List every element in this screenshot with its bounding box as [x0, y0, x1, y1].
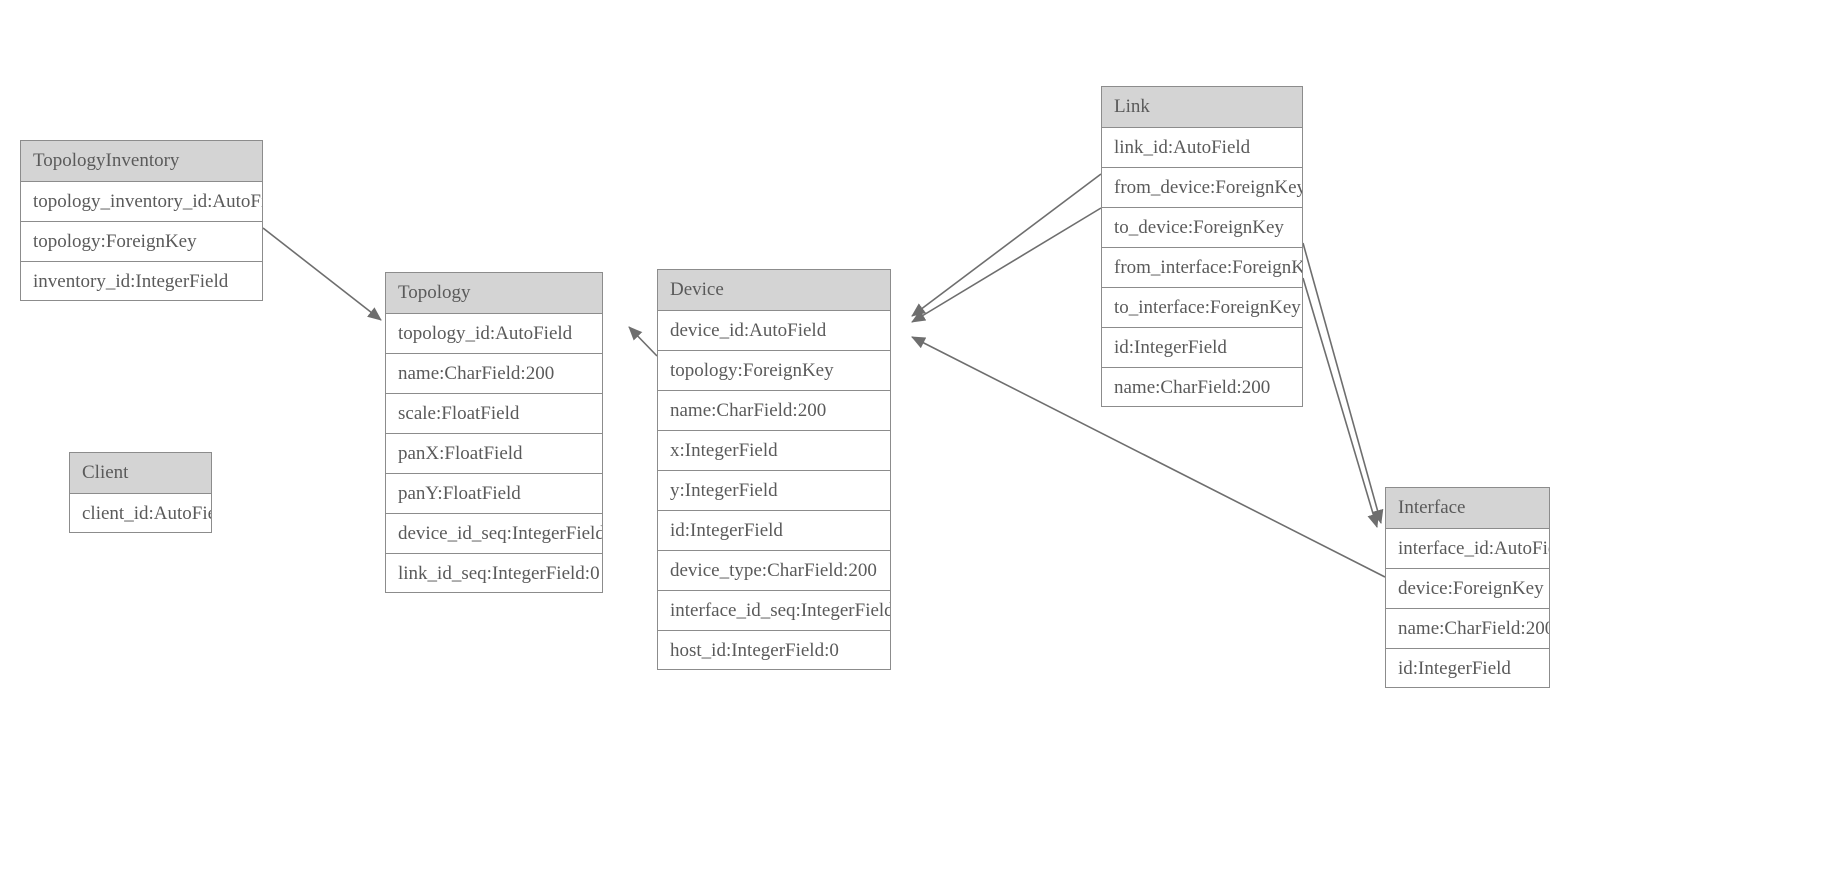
entity-field: id:IntegerField [658, 511, 890, 551]
entity-field: host_id:IntegerField:0 [670, 640, 839, 661]
entity-field: device_id_seq:IntegerField:0 [386, 514, 602, 554]
entity-title: Topology [386, 273, 602, 314]
entity-topology[interactable]: Topology topology_id:AutoField name:Char… [385, 272, 603, 593]
entity-field: name:CharField:200 [386, 354, 602, 394]
entity-field: interface_id:AutoField [1386, 529, 1549, 569]
entity-field: device_id:AutoField [658, 311, 890, 351]
entity-title: Interface [1386, 488, 1549, 529]
entity-title: Link [1102, 87, 1302, 128]
edge-link-to-device [911, 207, 1102, 323]
entity-field: topology:ForeignKey [21, 222, 262, 262]
edge-device-topology [628, 326, 658, 357]
entity-field: name:CharField:200 [1114, 377, 1271, 398]
entity-device[interactable]: Device device_id:AutoField topology:Fore… [657, 269, 891, 670]
entity-field: device_type:CharField:200 [658, 551, 890, 591]
entity-field: to_interface:ForeignKey [1102, 288, 1302, 328]
entity-title: Client [70, 453, 211, 494]
entity-field: link_id_seq:IntegerField:0 [398, 563, 600, 584]
edge-topologyinventory-topology [262, 227, 382, 321]
entity-title: Device [658, 270, 890, 311]
entity-field: interface_id_seq:IntegerField:0 [658, 591, 890, 631]
entity-field: to_device:ForeignKey [1102, 208, 1302, 248]
entity-topology-inventory[interactable]: TopologyInventory topology_inventory_id:… [20, 140, 263, 301]
entity-field: topology_inventory_id:AutoField [21, 182, 262, 222]
entity-field: name:CharField:200 [1386, 609, 1549, 649]
entity-field: inventory_id:IntegerField [33, 271, 229, 292]
entity-client[interactable]: Client client_id:AutoField [69, 452, 212, 533]
edge-link-from-interface [1302, 242, 1384, 524]
entity-field: id:IntegerField [1398, 658, 1511, 679]
edge-link-from-device [911, 173, 1102, 317]
entity-field: from_device:ForeignKey [1102, 168, 1302, 208]
entity-field: y:IntegerField [658, 471, 890, 511]
entity-field: panY:FloatField [386, 474, 602, 514]
entity-title: TopologyInventory [21, 141, 262, 182]
entity-interface[interactable]: Interface interface_id:AutoField device:… [1385, 487, 1550, 688]
entity-field: topology:ForeignKey [658, 351, 890, 391]
entity-field: id:IntegerField [1102, 328, 1302, 368]
entity-field: device:ForeignKey [1386, 569, 1549, 609]
entity-field: client_id:AutoField [82, 503, 211, 524]
entity-field: x:IntegerField [658, 431, 890, 471]
entity-field: from_interface:ForeignKey [1102, 248, 1302, 288]
entity-field: panX:FloatField [386, 434, 602, 474]
edge-link-to-interface [1302, 277, 1380, 528]
entity-field: link_id:AutoField [1102, 128, 1302, 168]
entity-link[interactable]: Link link_id:AutoField from_device:Forei… [1101, 86, 1303, 407]
entity-field: scale:FloatField [386, 394, 602, 434]
entity-field: topology_id:AutoField [386, 314, 602, 354]
entity-field: name:CharField:200 [658, 391, 890, 431]
